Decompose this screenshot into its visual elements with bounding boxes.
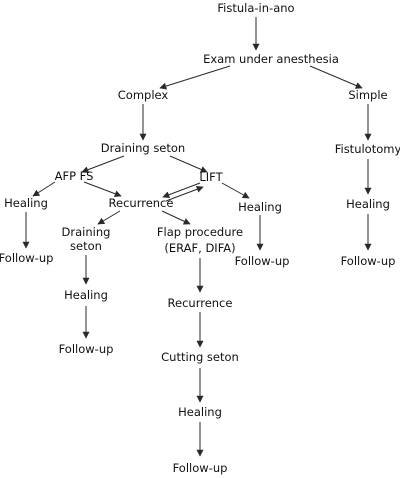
node-healing-lift: Healing — [238, 200, 282, 214]
edge-afp-recurrence — [83, 181, 122, 198]
edge-draining-lift — [169, 155, 208, 173]
edge-lift-recurrence-a — [162, 182, 201, 199]
node-followup-simple: Follow-up — [341, 254, 396, 268]
edge-exam-simple — [309, 65, 363, 89]
node-flap-procedure-line2: (ERAF, DIFA) — [164, 241, 235, 255]
node-afp-fs: AFP FS — [55, 169, 94, 183]
node-healing-afp: Healing — [4, 196, 48, 210]
edge-afp-healing — [32, 181, 56, 197]
node-followup-lift: Follow-up — [235, 254, 290, 268]
node-draining-seton: Draining seton — [101, 141, 185, 155]
node-cutting-seton: Cutting seton — [161, 350, 239, 364]
edge-recurrence-flap — [161, 210, 191, 225]
node-fistulotomy: Fistulotomy — [335, 142, 400, 156]
edge-draining-afp — [81, 155, 125, 174]
node-lift: LIFT — [199, 170, 223, 184]
edges — [22, 17, 372, 457]
node-fistula-in-ano: Fistula-in-ano — [217, 1, 294, 15]
node-flap-procedure-line1: Flap procedure — [157, 225, 243, 239]
edge-exam-complex — [159, 65, 231, 90]
node-followup-seton: Follow-up — [59, 342, 114, 356]
node-complex: Complex — [118, 88, 169, 102]
edge-lift-healing — [221, 182, 250, 199]
node-healing-seton: Healing — [64, 288, 108, 302]
node-exam-under-anesthesia: Exam under anesthesia — [203, 52, 339, 66]
edge-lift-recurrence-b — [165, 185, 204, 202]
node-followup-cutting: Follow-up — [173, 461, 228, 475]
node-healing-cutting: Healing — [178, 405, 222, 419]
node-recurrence: Recurrence — [109, 196, 174, 210]
node-draining-seton-2-line1: Draining — [62, 225, 111, 239]
node-draining-seton-2-line2: seton — [70, 239, 102, 253]
node-healing-simple: Healing — [346, 197, 390, 211]
edge-recurrence-draining2 — [97, 210, 121, 225]
node-followup-left: Follow-up — [0, 251, 53, 265]
node-recurrence-2: Recurrence — [168, 296, 233, 310]
node-simple: Simple — [348, 88, 387, 102]
